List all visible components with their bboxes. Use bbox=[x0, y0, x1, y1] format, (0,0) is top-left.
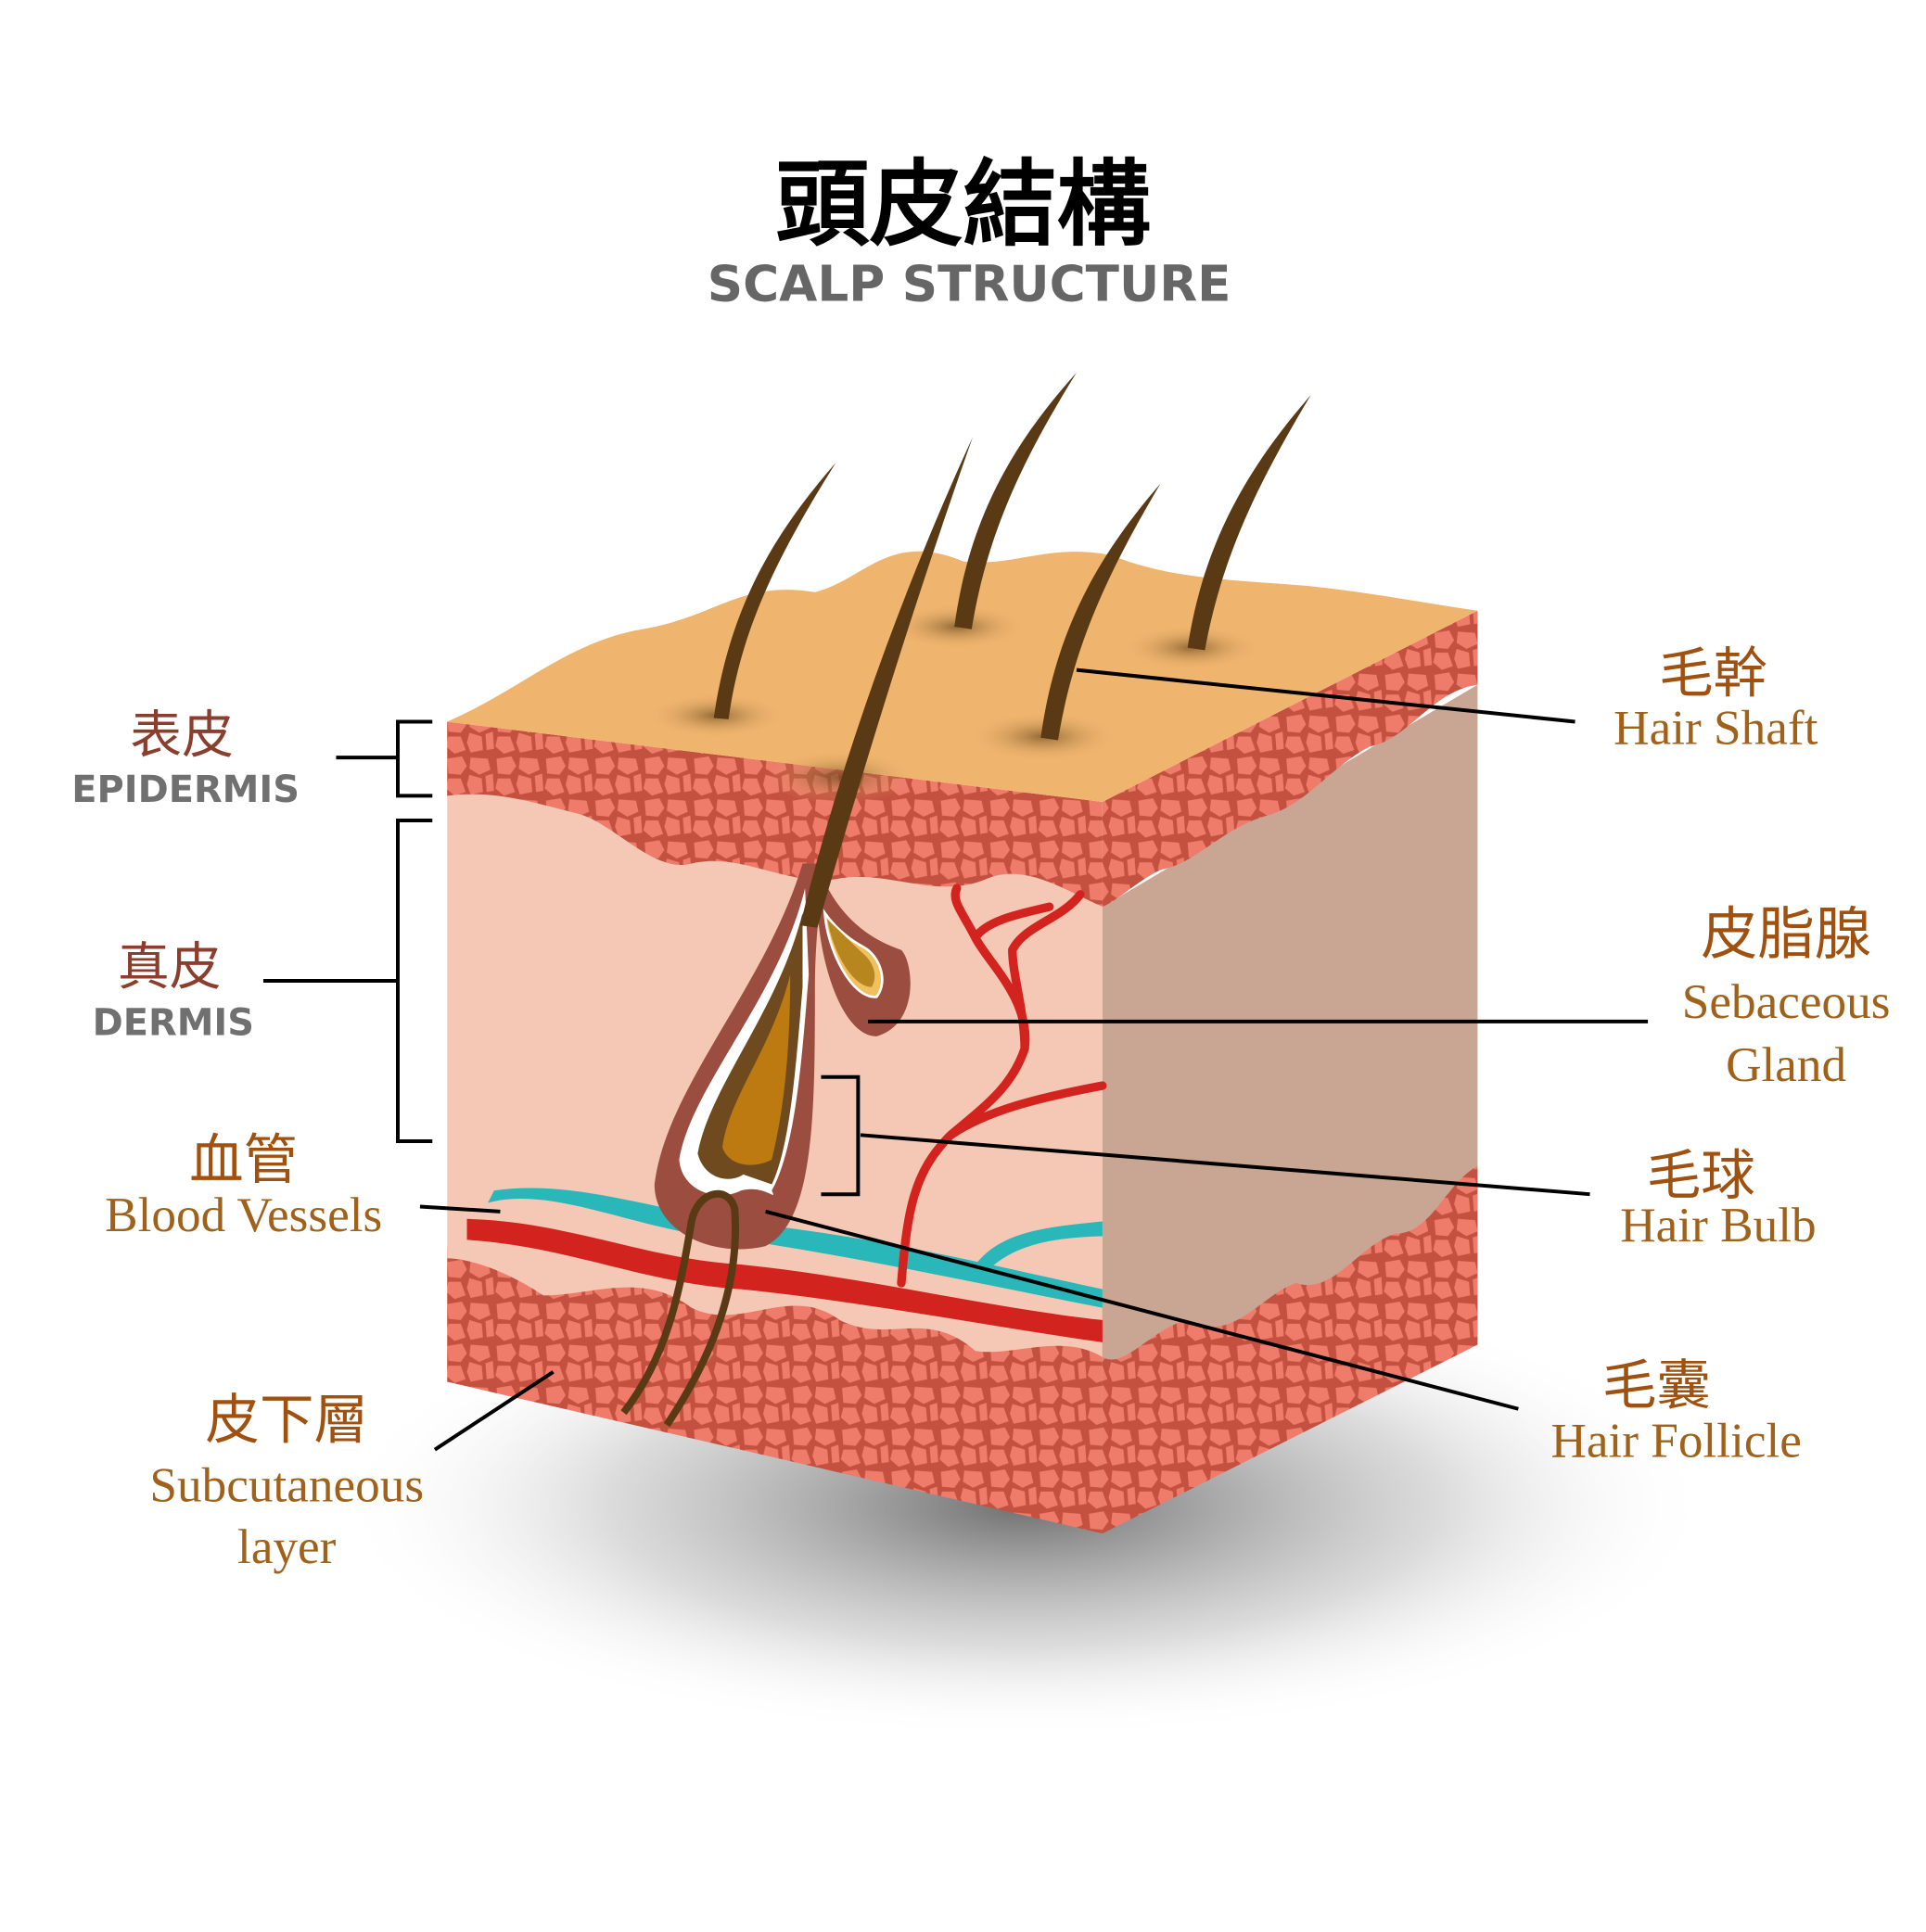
subcutaneous-label-zh: 皮下層 bbox=[205, 1389, 368, 1452]
epidermis-label-en: EPIDERMIS bbox=[71, 769, 300, 811]
title-zh: 頭皮結構 bbox=[775, 149, 1151, 260]
hair-follicle bbox=[620, 863, 911, 1428]
epidermis-label-zh: 表皮 bbox=[130, 705, 234, 766]
title-en: SCALP STRUCTURE bbox=[708, 256, 1231, 313]
hair-bulb-label-zh: 毛球 bbox=[1647, 1144, 1755, 1207]
hair-shaft-label-en: Hair Shaft bbox=[1614, 700, 1818, 755]
dermis-label-zh: 真皮 bbox=[118, 937, 222, 998]
blood-vessels-label-zh: 血管 bbox=[189, 1128, 298, 1191]
leader-lines bbox=[262, 667, 1649, 1452]
dermis-label-en: DERMIS bbox=[93, 1002, 254, 1045]
sebaceous-label-zh: 皮脂腺 bbox=[1701, 902, 1871, 968]
blood-vessels-label-en: Blood Vessels bbox=[105, 1188, 382, 1242]
hair-shaft-label-zh: 毛幹 bbox=[1659, 642, 1767, 705]
hair-follicle-label-en: Hair Follicle bbox=[1550, 1414, 1801, 1468]
hair-shafts bbox=[713, 372, 1311, 928]
subcutaneous-label-en-2: layer bbox=[237, 1519, 337, 1574]
sebaceous-label-en-1: Sebaceous bbox=[1682, 974, 1891, 1029]
hair-bulb-label-en: Hair Bulb bbox=[1620, 1198, 1816, 1252]
epidermis-front bbox=[447, 721, 1103, 908]
epidermis-side bbox=[1102, 610, 1478, 908]
blood-vessels bbox=[466, 883, 1107, 1342]
subcutaneous-label-en-1: Subcutaneous bbox=[149, 1458, 424, 1513]
sebaceous-label-en-2: Gland bbox=[1726, 1037, 1846, 1092]
hair-root bbox=[620, 1189, 740, 1428]
skin-surface bbox=[447, 551, 1478, 803]
hair-follicle-label-zh: 毛囊 bbox=[1602, 1354, 1711, 1417]
